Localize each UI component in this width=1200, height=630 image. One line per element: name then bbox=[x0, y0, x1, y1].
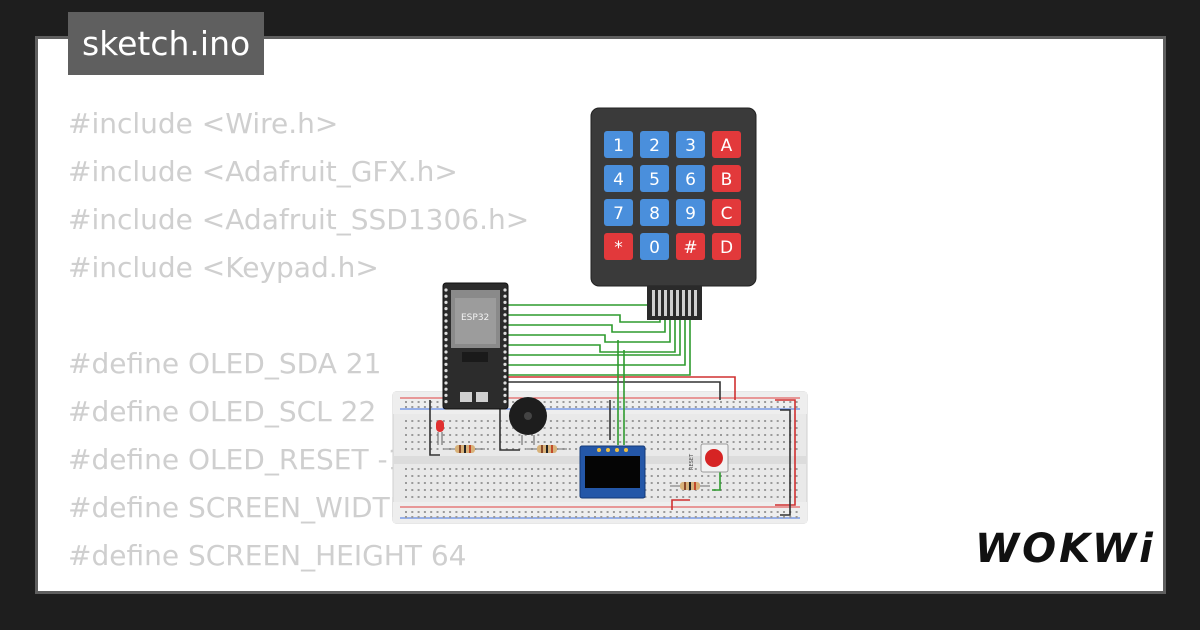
keypad-key: D bbox=[712, 233, 741, 260]
svg-text:#: # bbox=[683, 238, 697, 258]
code-line: #define OLED_SCL 22 bbox=[68, 395, 377, 428]
code-line: #define OLED_RESET -1 bbox=[68, 443, 406, 476]
svg-text:2: 2 bbox=[649, 136, 660, 156]
svg-text:6: 6 bbox=[685, 170, 696, 190]
keypad-key: # bbox=[676, 233, 705, 260]
svg-text:A: A bbox=[721, 136, 733, 156]
keypad-key: 4 bbox=[604, 165, 633, 192]
keypad-key: A bbox=[712, 131, 741, 158]
svg-text:5: 5 bbox=[649, 170, 660, 190]
keypad-key: C bbox=[712, 199, 741, 226]
keypad-key: 6 bbox=[676, 165, 705, 192]
keypad-key: 1 bbox=[604, 131, 633, 158]
svg-text:D: D bbox=[720, 238, 733, 258]
file-tab[interactable]: sketch.ino bbox=[68, 12, 265, 75]
oled-display bbox=[579, 445, 646, 499]
code-line: #define OLED_SDA 21 bbox=[68, 347, 382, 380]
wires bbox=[429, 296, 796, 516]
svg-text:7: 7 bbox=[613, 204, 624, 224]
keypad-key: 3 bbox=[676, 131, 705, 158]
keypad-key: * bbox=[604, 233, 633, 260]
svg-text:0: 0 bbox=[649, 238, 660, 258]
svg-text:4: 4 bbox=[613, 170, 624, 190]
code-line: #include <Adafruit_GFX.h> bbox=[68, 155, 458, 188]
svg-text:C: C bbox=[721, 204, 733, 224]
keypad: 1 2 3 A 4 5 6 B 7 8 9 C * 0 # D bbox=[590, 107, 757, 320]
svg-text:9: 9 bbox=[685, 204, 696, 224]
keypad-key: 7 bbox=[604, 199, 633, 226]
code-line: #include <Keypad.h> bbox=[68, 251, 379, 284]
svg-text:8: 8 bbox=[649, 204, 660, 224]
keypad-key: B bbox=[712, 165, 741, 192]
code-line: #define SCREEN_WIDTH 128 bbox=[68, 491, 474, 524]
push-button: RESET bbox=[689, 443, 729, 473]
keypad-key: 5 bbox=[640, 165, 669, 192]
code-view: #include <Wire.h> #include <Adafruit_GFX… bbox=[68, 100, 1084, 594]
wokwi-logo: WOKWi bbox=[975, 526, 1156, 572]
resistor bbox=[527, 445, 567, 453]
svg-text:*: * bbox=[614, 238, 623, 258]
svg-text:3: 3 bbox=[685, 136, 696, 156]
circuit-diagram: ESP32 1 2 3 A 4 5 6 B 7 8 9 C * 0 # D bbox=[392, 107, 808, 524]
esp32-board: ESP32 bbox=[442, 282, 509, 410]
red-led bbox=[436, 420, 444, 445]
buzzer bbox=[509, 397, 547, 445]
esp32-label: ESP32 bbox=[461, 313, 489, 323]
keypad-key: 0 bbox=[640, 233, 669, 260]
keypad-key: 8 bbox=[640, 199, 669, 226]
keypad-key: 9 bbox=[676, 199, 705, 226]
resistor bbox=[445, 445, 485, 453]
resistor bbox=[670, 482, 710, 490]
keypad-key: 2 bbox=[640, 131, 669, 158]
svg-text:B: B bbox=[721, 170, 733, 190]
code-line: #define SCREEN_HEIGHT 64 bbox=[68, 539, 467, 572]
code-line: #include <Wire.h> bbox=[68, 107, 339, 140]
code-line: Adafruit_SSD1306 display(SCREEN_WIDTH, S… bbox=[68, 580, 1084, 594]
code-line: #include <Adafruit_SSD1306.h> bbox=[68, 203, 530, 236]
button-label: RESET bbox=[689, 453, 695, 470]
svg-text:1: 1 bbox=[613, 136, 624, 156]
